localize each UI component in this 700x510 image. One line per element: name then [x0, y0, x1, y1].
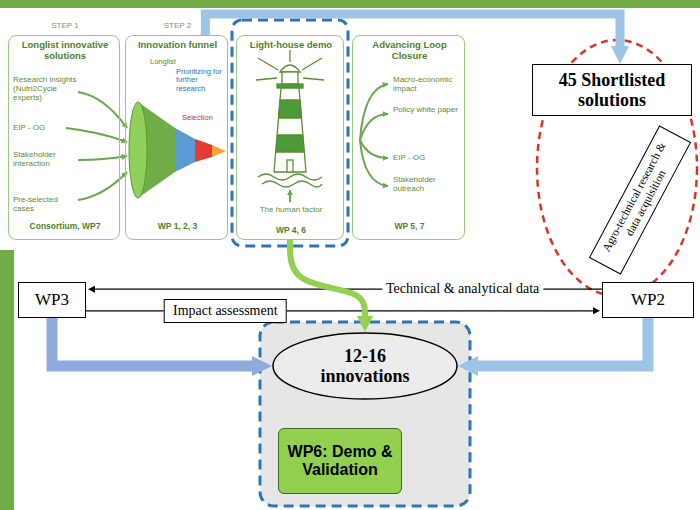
node-text: WP6: Demo & Validation [284, 443, 396, 479]
step-panel: Light-house demoThe human factor WP 4, 6 [236, 35, 344, 240]
node-text: WP2 [631, 290, 665, 309]
demo-box: WP6: Demo & Validation [278, 428, 402, 494]
node-text: Stakeholder interaction [13, 151, 77, 169]
connector [478, 318, 648, 366]
lighthouse-illustration [289, 190, 291, 202]
input-arrows [66, 128, 127, 142]
node-text: Agro-technical research & data acquisiti… [595, 131, 684, 268]
lighthouse-illustration [303, 78, 324, 80]
node-text: The human factor [240, 206, 342, 215]
node-text: Consortium, WP7 [12, 222, 118, 232]
connector [290, 240, 365, 316]
innovation-ellipse: 12-16 innovations [272, 332, 458, 400]
step-panel: Advancing Loop ClosureMacro-economic imp… [352, 35, 465, 240]
banner-ground [0, 8, 472, 250]
lighthouse-illustration [302, 58, 322, 70]
node-text: Advancing Loop Closure [356, 40, 463, 61]
funnel-symbol [212, 145, 226, 157]
outreach-arrows [360, 140, 388, 186]
node-text: Research insights (Nutri2Cycle experts) [13, 76, 77, 103]
node-text: 45 Shortlisted solutions [537, 70, 687, 110]
node-text: EIP - OG [393, 154, 463, 163]
funnel-symbol [195, 139, 212, 162]
node-text: STEP 2 [126, 22, 229, 31]
edge-label: Impact assessment [164, 299, 287, 323]
lighthouse-illustration [258, 58, 278, 70]
lighthouse-illustration [274, 88, 306, 172]
node-text: Longlist innovative solutions [12, 40, 118, 61]
lighthouse-illustration [258, 174, 322, 180]
top-bar [0, 0, 700, 8]
ellipse-outline [273, 333, 457, 399]
lighthouse-illustration [289, 50, 290, 62]
node-text: Light-house demo [240, 40, 342, 51]
connector [52, 318, 252, 366]
lighthouse-illustration [262, 181, 322, 187]
lighthouse-illustration [256, 50, 324, 202]
node-text: Prioritizing for further research [176, 68, 228, 93]
outreach-arrows [360, 140, 388, 158]
lighthouse-illustration [280, 65, 300, 72]
solution-box: 45 Shortlisted solutions [532, 64, 692, 116]
step-panel: STEP 1Longlist innovative solutionsResea… [8, 35, 120, 240]
funnel-symbol [129, 102, 226, 198]
lighthouse-illustration [282, 72, 298, 84]
step-panel: STEP 2Innovation funnelLonglistPrioritiz… [125, 35, 228, 240]
input-arrows [66, 92, 127, 200]
lighthouse-frame [232, 20, 348, 246]
outreach-arrows [360, 84, 388, 140]
node-text: 12-16 innovations [298, 346, 432, 386]
lighthouse-illustration [279, 100, 302, 118]
lighthouse-illustration [287, 160, 293, 172]
node-text: WP 4, 6 [240, 226, 342, 236]
node-text: WP 1, 2, 3 [129, 222, 226, 232]
node-text: STEP 1 [9, 22, 121, 31]
outreach-arrows [360, 114, 388, 140]
lighthouse-illustration [276, 135, 304, 152]
edge-label: Technical & analytical data [382, 281, 543, 297]
funnel-symbol [175, 128, 195, 172]
top-bar [0, 0, 700, 8]
banner-ground [0, 8, 472, 250]
node-text: Policy white paper [393, 106, 463, 115]
node-text: Stakeholder outreach [393, 176, 463, 194]
node-text: EIP - OG [13, 124, 77, 133]
demo-frame [260, 322, 470, 506]
node-text: Longlist [150, 58, 190, 66]
activity-box: Agro-technical research & data acquisiti… [589, 125, 691, 274]
node-text: WP3 [35, 290, 69, 309]
node-text: Selection [182, 114, 226, 122]
connector [86, 310, 593, 311]
node-text: Innovation funnel [129, 40, 226, 51]
workpackage-box: WP3 [18, 282, 86, 318]
node-text: WP 5, 7 [356, 222, 463, 232]
funnel-symbol [129, 102, 147, 198]
lighthouse-frame [232, 20, 348, 246]
demo-frame [260, 322, 470, 506]
workpackage-box: WP2 [602, 282, 694, 318]
outreach-arrows [360, 84, 388, 186]
lighthouse-illustration [256, 78, 277, 80]
node-text: Macro-economic impact [393, 76, 463, 94]
node-text: Pre-selected cases [13, 196, 77, 214]
